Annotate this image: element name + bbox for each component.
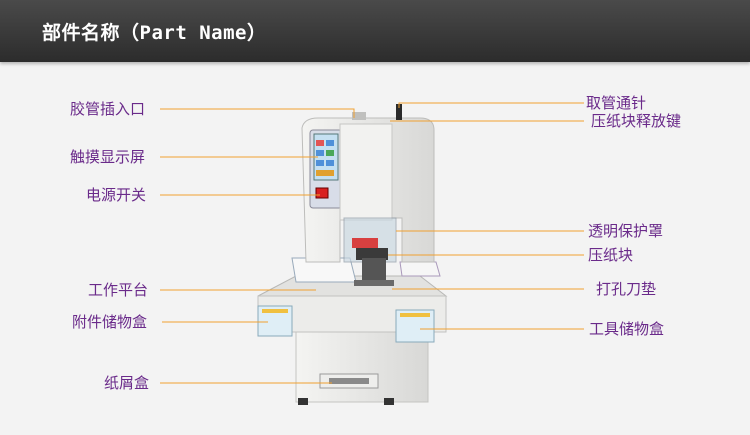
label-transparent-cover: 透明保护罩 [588, 222, 664, 240]
machine-foot-left [298, 398, 308, 405]
label-scrap-box: 纸屑盒 [104, 374, 150, 392]
tube-retrieve-needle [396, 104, 402, 120]
label-tube-retrieve-needle: 取管通针 [586, 94, 647, 112]
label-glue-tube-inlet: 胶管插入口 [70, 100, 146, 118]
glue-tube-inlet-port [352, 112, 366, 120]
leader-lines [160, 102, 584, 384]
page-header: 部件名称（Part Name） [0, 0, 750, 62]
label-accessory-box: 附件储物盒 [72, 313, 148, 331]
label-press-release-key: 压纸块释放键 [591, 112, 682, 130]
label-tool-box: 工具储物盒 [589, 320, 665, 338]
page-title: 部件名称（Part Name） [42, 22, 267, 44]
label-touch-screen: 触摸显示屏 [70, 148, 146, 166]
label-press-block: 压纸块 [588, 246, 634, 264]
punch-pad [354, 280, 394, 286]
machine-foot-right [384, 398, 394, 405]
press-block [356, 248, 388, 260]
label-punch-pad: 打孔刀垫 [596, 280, 657, 298]
label-power-switch: 电源开关 [86, 186, 147, 204]
power-switch-button [315, 187, 329, 199]
label-work-platform: 工作平台 [88, 281, 149, 299]
